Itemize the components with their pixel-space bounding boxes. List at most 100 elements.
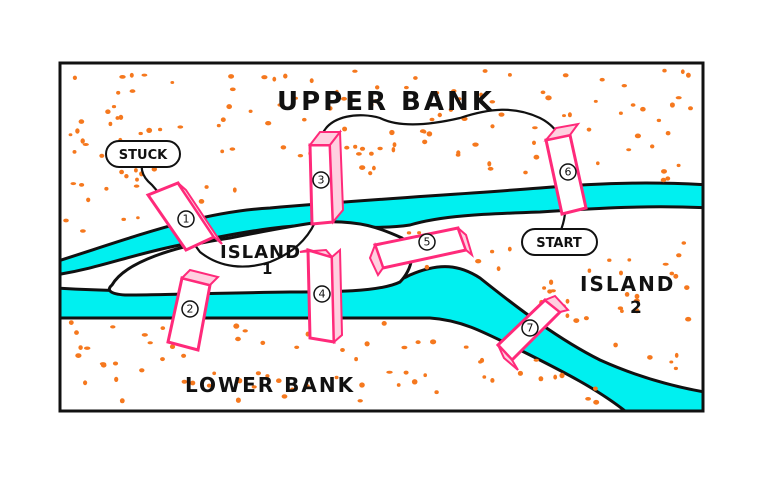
speckle xyxy=(368,171,373,176)
speckle xyxy=(619,270,623,276)
speckle xyxy=(119,398,125,404)
speckle xyxy=(74,330,79,335)
speckle xyxy=(621,84,627,88)
speckle xyxy=(302,117,307,122)
bridge-3-badge xyxy=(312,171,330,189)
speckle xyxy=(86,197,91,203)
speckle xyxy=(392,142,397,148)
speckle xyxy=(160,326,166,330)
speckle xyxy=(490,378,495,383)
speckle xyxy=(158,127,163,132)
speckle xyxy=(293,96,298,100)
speckle xyxy=(146,127,153,133)
speckle xyxy=(139,368,145,373)
speckle xyxy=(82,143,89,146)
bridge-6: 6 xyxy=(543,122,588,216)
bridge-5-badge xyxy=(418,233,436,251)
speckle xyxy=(359,146,366,151)
speckle xyxy=(105,109,111,114)
speckle xyxy=(396,383,401,387)
speckle xyxy=(255,371,261,376)
speckle xyxy=(585,397,591,401)
speckle xyxy=(620,309,624,313)
lower-bank-label: LOWER BANK xyxy=(185,373,355,397)
speckle xyxy=(618,111,623,115)
speckle xyxy=(190,380,196,386)
speckle xyxy=(673,273,679,279)
speckle xyxy=(517,370,524,376)
start-bubble: START xyxy=(521,228,598,256)
speckle xyxy=(177,125,184,129)
bridge-5: 5 xyxy=(368,226,474,277)
speckle xyxy=(487,166,494,171)
speckle xyxy=(437,112,442,118)
speckle xyxy=(115,116,120,120)
speckle xyxy=(248,109,253,114)
speckle xyxy=(251,385,257,389)
speckle xyxy=(99,362,107,366)
speckle xyxy=(656,118,662,123)
land-speckles xyxy=(63,68,693,405)
speckle xyxy=(686,72,691,78)
speckle xyxy=(135,177,139,182)
speckle xyxy=(369,151,374,156)
speckle xyxy=(448,107,454,112)
speckle xyxy=(341,96,347,101)
speckle xyxy=(216,123,221,128)
speckle xyxy=(422,130,427,134)
speckle xyxy=(260,340,266,345)
speckle xyxy=(235,336,241,342)
speckle xyxy=(567,112,572,118)
bridge-7: 7 xyxy=(495,294,570,371)
speckle xyxy=(669,271,675,276)
bridge-3-number: 3 xyxy=(318,174,325,187)
speckle xyxy=(232,187,237,193)
bridge-7-badge xyxy=(521,319,539,337)
speckle xyxy=(401,345,408,350)
speckle xyxy=(114,376,119,382)
speckle xyxy=(665,131,671,136)
speckle xyxy=(83,380,88,386)
speckle xyxy=(451,89,457,93)
island-1-label: ISLAND xyxy=(220,242,301,263)
speckle xyxy=(684,285,690,290)
speckle xyxy=(265,374,270,378)
bridge-2-badge xyxy=(181,300,199,318)
speckle xyxy=(228,74,235,79)
speckle xyxy=(430,339,437,345)
speckle xyxy=(424,264,430,270)
bridge-7-number: 7 xyxy=(527,322,534,335)
speckle xyxy=(634,133,642,139)
speckle xyxy=(626,148,632,152)
speckle xyxy=(660,177,667,183)
bridge-4-number: 4 xyxy=(319,288,326,301)
speckle xyxy=(99,153,105,158)
speckle xyxy=(335,89,339,95)
speckle xyxy=(593,386,598,391)
speckle xyxy=(272,76,277,82)
speckle xyxy=(381,321,387,326)
speckle xyxy=(129,89,136,93)
speckle xyxy=(640,106,646,112)
speckle xyxy=(353,144,358,149)
island-2-number: 2 xyxy=(630,298,642,318)
speckle xyxy=(236,378,243,384)
speckle xyxy=(413,76,418,80)
speckle xyxy=(364,341,370,347)
speckle xyxy=(160,357,165,362)
speckle xyxy=(455,153,461,157)
speckle xyxy=(553,374,558,380)
speckle xyxy=(661,169,667,174)
speckle xyxy=(229,147,236,151)
bridge-3: 3 xyxy=(307,129,345,226)
speckle xyxy=(391,147,396,153)
island-1-number: 1 xyxy=(262,260,272,278)
speckle xyxy=(220,149,225,154)
speckle xyxy=(562,73,569,78)
speckle xyxy=(72,75,77,81)
speckle xyxy=(116,90,121,95)
speckle xyxy=(498,112,505,117)
bridges: 1 2 3 4 5 xyxy=(145,122,588,371)
stuck-label: STUCK xyxy=(119,148,168,163)
speckle xyxy=(356,152,362,156)
